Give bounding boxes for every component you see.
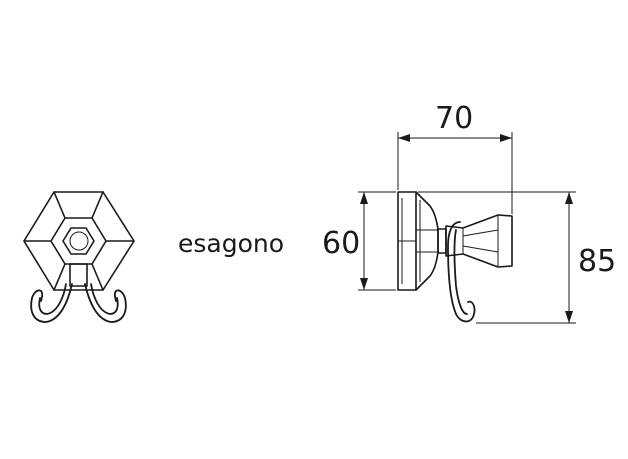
dimension-width-top: 70 [435,101,473,136]
dimension-lines [358,132,576,324]
inner-hexagon [50,217,107,265]
front-view-hook [23,191,135,323]
knob-hexagon [62,227,95,255]
dimension-height-left: 60 [322,226,360,261]
knob-body [445,214,513,268]
model-label: esagono [178,229,284,258]
collar [437,228,447,254]
knob-circle [69,231,89,251]
side-hook-arm [447,221,476,323]
right-hook-arm [84,283,127,323]
left-hook-arm [30,283,73,323]
hook-stem [69,263,88,287]
rosette [415,191,439,291]
dimension-height-right: 85 [578,244,616,279]
side-view-hook [397,191,513,323]
